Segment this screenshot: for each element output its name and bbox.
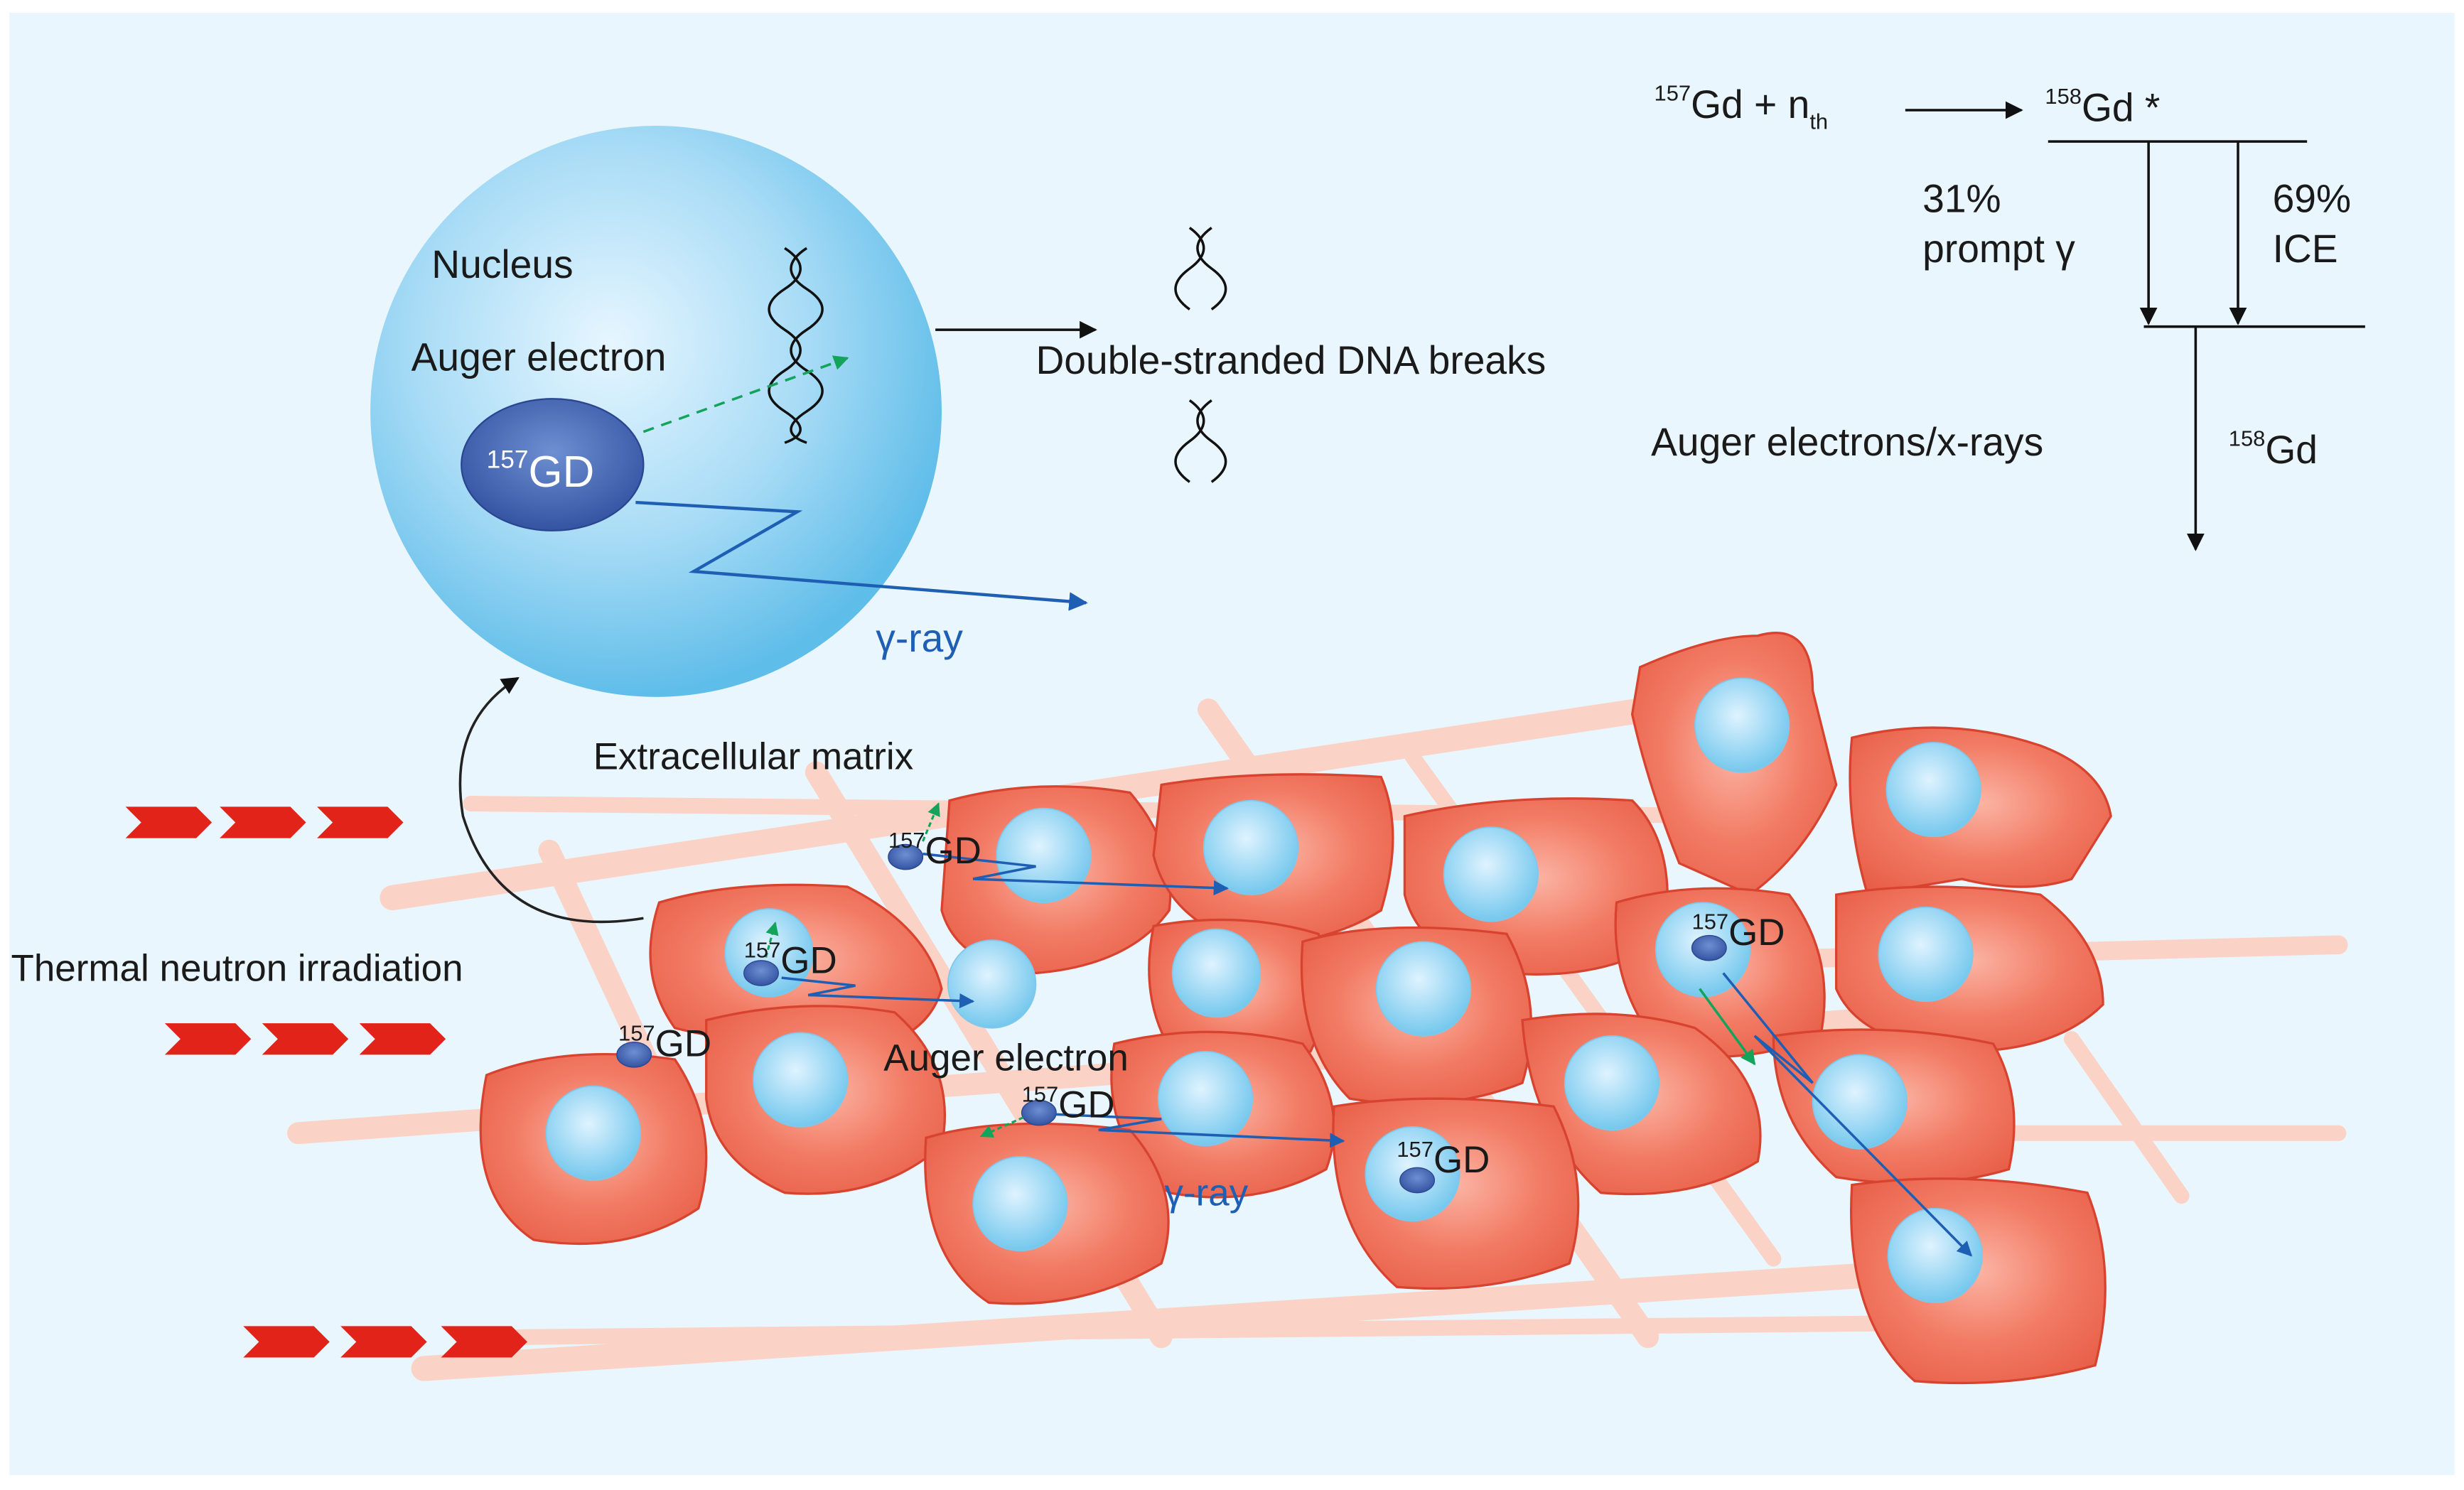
dna-strand (1196, 399, 1227, 483)
neutron-beam-chevrons (125, 806, 527, 1358)
tissue-auger-electron (922, 802, 940, 842)
reaction-reactant: 157Gd + nth (1655, 81, 1829, 134)
chevron-icon (164, 1023, 252, 1055)
gd-particle (1399, 1167, 1436, 1194)
cell-nucleus (753, 1032, 849, 1128)
tissue-auger-electron (1699, 988, 1756, 1066)
chevron-icon (340, 1326, 427, 1358)
chevron-icon (243, 1326, 330, 1358)
tissue-gd-label: 157GD (744, 937, 837, 981)
tissue-gamma-ray (1722, 972, 1973, 1257)
gd-particle (1691, 934, 1727, 961)
nucleus-gamma-ray (635, 500, 1088, 611)
gd-particles (616, 843, 1727, 1194)
cell-nucleus (947, 939, 1037, 1029)
zoom-curved-arrow (458, 676, 644, 924)
cell-nucleus (1443, 826, 1539, 922)
cell-nucleus (1878, 906, 1974, 1003)
chevron-row (164, 1023, 446, 1055)
tissue-gd-label: 157GD (888, 828, 981, 872)
irradiation-label: Thermal neutron irradiation (11, 948, 463, 990)
emission-label: Auger electrons/x-rays (1651, 420, 2043, 464)
cell-nucleus (1157, 1051, 1254, 1147)
dna-helix-icon (768, 247, 824, 444)
cell-nucleus (1564, 1035, 1660, 1131)
branch-right-pct: 69% (2273, 176, 2351, 220)
cell-nucleus (1812, 1054, 1908, 1150)
dna-strand (1174, 227, 1205, 311)
dna-strand (790, 247, 824, 444)
tissue-auger-label: Auger electron (883, 1037, 1129, 1079)
nucleus-auger-label: Auger electron (411, 335, 667, 379)
cell-nucleus (1885, 742, 1981, 838)
nucleus-gd-label: 157GD (487, 446, 595, 496)
cell-nucleus (996, 807, 1092, 904)
gd-particle (888, 843, 924, 870)
reaction-excited-state: 158Gd * (2045, 84, 2160, 129)
nucleus (370, 126, 942, 697)
tissue-radiation-tracks (765, 802, 1973, 1257)
chevron-icon (220, 806, 306, 838)
dna-strand (1196, 227, 1227, 311)
cell-nucleus (1375, 941, 1472, 1037)
tissue-gd-labels: 157GD 157GD 157GD 157GD 157GD 157GD (618, 828, 1785, 1181)
product-label: 158Gd (2229, 426, 2318, 472)
nucleus-label: Nucleus (431, 242, 573, 286)
tumor-cell (1850, 1177, 2107, 1385)
chevron-icon (262, 1023, 349, 1055)
fiber (2063, 1031, 2190, 1204)
dna-strand (1174, 399, 1205, 483)
chevron-icon (441, 1326, 527, 1358)
cell-nucleus (1887, 1207, 1983, 1304)
cell-nuclei (545, 677, 1983, 1304)
cell-nucleus (972, 1155, 1068, 1252)
tissue-gd-label: 157GD (1692, 909, 1785, 954)
gd-particle (1021, 1099, 1057, 1126)
tissue-gamma-label: γ-ray (1165, 1172, 1249, 1214)
cell-nucleus (1694, 677, 1790, 773)
cell-nucleus (545, 1085, 641, 1181)
branch-right-label: ICE (2273, 227, 2338, 271)
chevron-icon (125, 806, 212, 838)
decay-scheme: 157Gd + nth 158Gd * 31% prompt γ 69% ICE… (1651, 81, 2365, 551)
chevron-row (125, 806, 404, 838)
tissue-gd-label: 157GD (1022, 1082, 1115, 1126)
gd-particle (743, 960, 779, 986)
nucleus-gamma-label: γ-ray (876, 616, 963, 660)
tissue-gamma-ray (922, 852, 1229, 896)
dna-breaks-label: Double-stranded DNA breaks (1035, 338, 1546, 382)
chevron-row (243, 1326, 527, 1358)
tissue-gd-label: 157GD (1397, 1137, 1490, 1181)
gd-particle (616, 1042, 652, 1068)
tissue-gamma-ray (781, 976, 975, 1009)
branch-left-label: prompt γ (1922, 227, 2075, 271)
branch-left-pct: 31% (1922, 176, 2001, 220)
broken-dna-icon (1174, 227, 1227, 483)
cell-nucleus (1171, 928, 1261, 1018)
ecm-label: Extracellular matrix (593, 735, 913, 777)
dna-strand (768, 247, 802, 444)
chevron-icon (317, 806, 404, 838)
chevron-icon (359, 1023, 446, 1055)
cell-nucleus (1203, 799, 1299, 895)
tissue-gd-label: 157GD (618, 1020, 711, 1064)
tissue-auger-electron (765, 922, 779, 958)
fiber (510, 1313, 2096, 1345)
tissue-gamma-ray (1054, 1113, 1345, 1148)
nucleus-gd-particle (461, 398, 645, 531)
